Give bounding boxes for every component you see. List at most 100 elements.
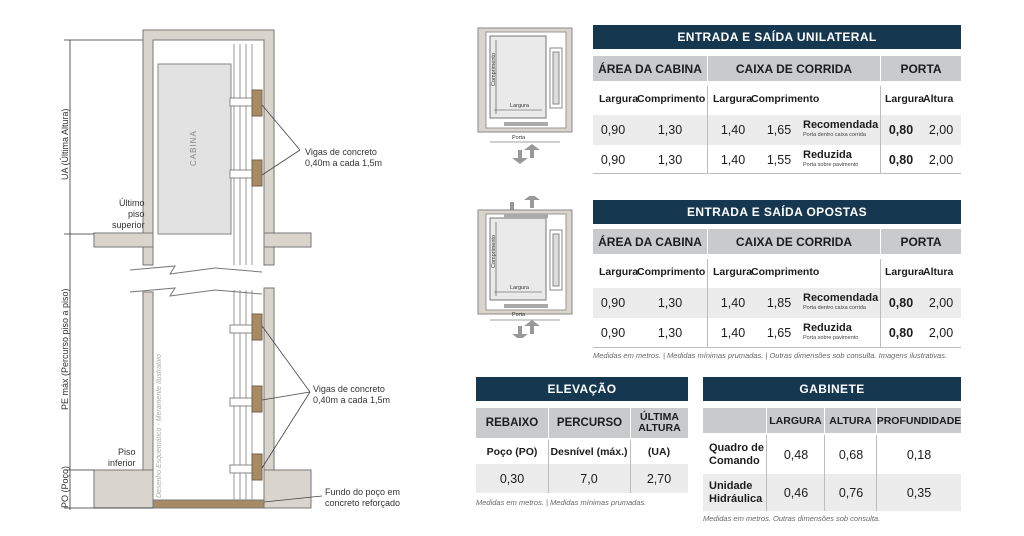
cabin-width: 0,90 [600,296,626,310]
v-ua: 2,70 [646,471,672,486]
plan-unilateral: Comprimento Largura Porta [476,26,574,166]
watermark-text: Desenho Esquemático - Meramente Ilustrat… [156,354,163,498]
cabinet-name: Quadro de Comando [709,441,765,467]
group-porta: PORTA [881,56,961,81]
table-gabinete: GABINETE LARGURA ALTURA PROFUNDIDADE Qua… [703,377,961,511]
s-desnivel: Desnível (máx.) [550,446,628,458]
shaft-section-svg [64,29,323,510]
table-title: ENTRADA E SAÍDA OPOSTAS [593,200,961,224]
table-opostas: ENTRADA E SAÍDA OPOSTAS ÁREA DA CABINA C… [593,200,961,348]
sub-comprimento: Comprimento [637,266,706,278]
door-width: 0,80 [888,152,914,167]
shaft-length: 1,65 [766,123,792,137]
table-elevacao: ELEVAÇÃO REBAIXO PERCURSO ÚLTIMA ALTURA … [476,377,688,493]
table-title: GABINETE [703,377,961,401]
s-poco: Poço (PO) [486,446,538,458]
sub-largura: Largura [599,266,639,278]
door-width: 0,80 [888,325,914,340]
h-altura: ALTURA [825,408,876,433]
cabinet-depth: 0,35 [906,485,932,500]
dim-po-label: PO (Poço) [60,465,70,508]
pit-bottom-label: Fundo do poço em concreto reforçado [325,487,401,508]
v-desnivel: 7,0 [580,471,598,486]
cabin-length: 1,30 [657,152,683,167]
table-unilateral: ENTRADA E SAÍDA UNILATERAL ÁREA DA CABIN… [593,25,961,174]
table-title: ENTRADA E SAÍDA UNILATERAL [593,25,961,49]
sub-largura: Largura [885,266,925,278]
door-width: 0,80 [888,123,914,137]
group-cabina: ÁREA DA CABINA [593,229,707,254]
h-ultima: ÚLTIMA ALTURA [631,408,688,438]
shaft-width: 1,40 [720,123,746,137]
plan-depth-label: Comprimento [491,234,497,268]
shaft-length: 1,55 [766,152,792,167]
sub-largura: Largura [713,93,753,105]
cabinet-depth: 0,18 [906,447,932,462]
door-height: 2,00 [928,123,954,137]
sub-comprimento: Comprimento [751,93,820,105]
sub-largura: Largura [599,93,639,105]
shaft-width: 1,40 [720,296,746,310]
shaft-width: 1,40 [720,325,746,340]
cabinet-name: Unidade Hidráulica [709,479,763,505]
cabin-label: CABINA [189,130,198,166]
door-width: 0,80 [888,296,914,310]
elevacao-note: Medidas em metros. | Medidas mínimas pru… [476,498,647,507]
h-empty [703,408,766,433]
group-caixa: CAIXA DE CORRIDA [708,229,880,254]
table-row: Unidade Hidráulica 0,46 0,76 0,35 [703,474,961,511]
cabinet-width: 0,48 [783,447,809,462]
plan-width-label: Largura [510,285,529,291]
door-height: 2,00 [928,296,954,310]
sub-altura: Altura [923,93,954,105]
table-row: Quadro de Comando 0,48 0,68 0,18 [703,435,961,474]
table-row: 0,30 7,0 2,70 [476,464,688,493]
cabin-length: 1,30 [657,123,683,137]
group-cabina: ÁREA DA CABINA [593,56,707,81]
dim-pe-label: PE máx (Percurso piso a piso) [60,288,70,410]
dim-ua-label: UA (Última Altura) [60,108,70,180]
elevation-drawing: UA (Última Altura) PE máx (Percurso piso… [0,0,470,536]
h-rebaixo: REBAIXO [476,408,548,438]
door-height: 2,00 [928,152,954,167]
sub-largura: Largura [885,93,925,105]
bottom-floor-label: Piso inferior [108,447,136,468]
sub-largura: Largura [713,266,753,278]
cabin-width: 0,90 [600,123,626,137]
beams-bottom-label: Vigas de concreto 0,40m a cada 1,5m [313,384,391,405]
beams-top-label: Vigas de concreto 0,40m a cada 1,5m [305,147,383,168]
opostas-note: Medidas em metros. | Medidas mínimas pru… [593,351,948,360]
sub-comprimento: Comprimento [751,266,820,278]
shaft-length: 1,85 [766,296,792,310]
sub-comprimento: Comprimento [637,93,706,105]
door-height: 2,00 [928,325,954,340]
h-profundidade: PROFUNDIDADE [877,408,961,433]
sub-altura: Altura [923,266,954,278]
cabinet-width: 0,46 [783,485,809,500]
top-floor-label: Último piso superior [112,198,145,230]
s-ua: (UA) [647,446,671,458]
cabinet-height: 0,68 [838,447,864,462]
group-caixa: CAIXA DE CORRIDA [708,56,880,81]
table-title: ELEVAÇÃO [476,377,688,401]
shaft-width: 1,40 [720,152,746,167]
cabin-length: 1,30 [657,296,683,310]
plan-door-label: Porta [512,135,526,141]
cabin-width: 0,90 [600,325,626,340]
h-percurso: PERCURSO [549,408,630,438]
plan-depth-label: Comprimento [491,52,497,86]
cabin-width: 0,90 [600,152,626,167]
cabinet-height: 0,76 [838,485,864,500]
plan-width-label: Largura [510,103,529,109]
group-porta: PORTA [881,229,961,254]
plan-door-label: Porta [512,312,526,318]
gabinete-note: Medidas em metros. Outras dimensões sob … [703,514,881,523]
